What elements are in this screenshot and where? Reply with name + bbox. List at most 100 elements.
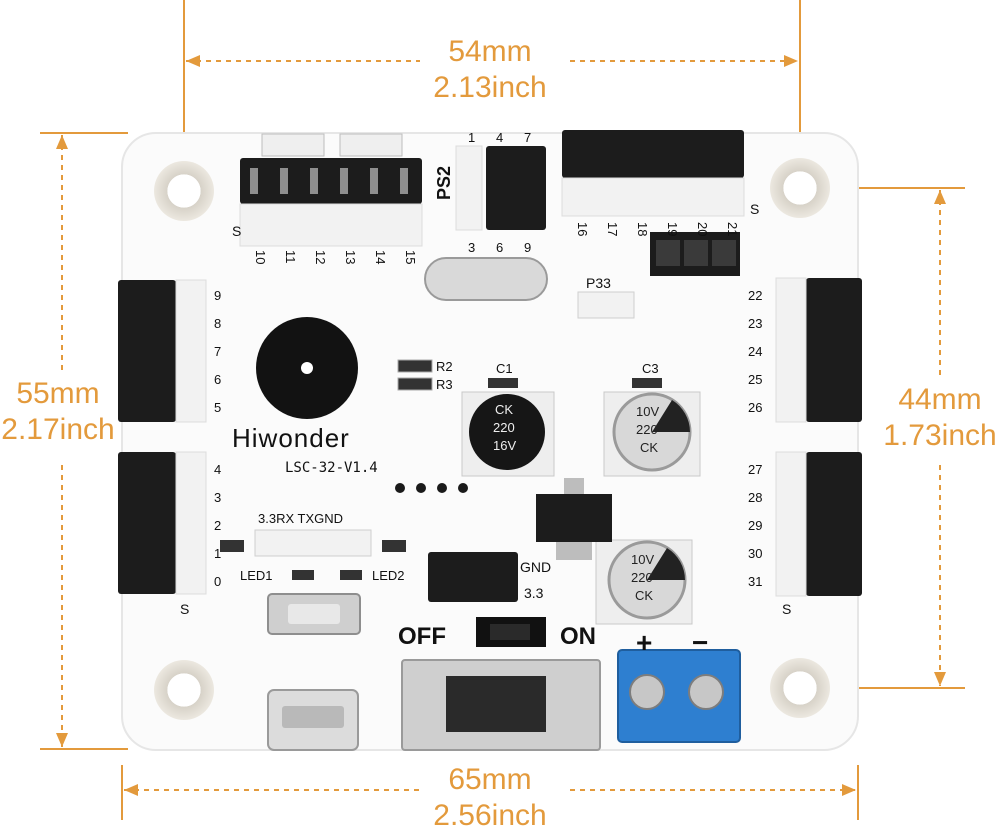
pin-label-right-22: 22 (748, 288, 762, 303)
pin-label-top-12: 12 (313, 250, 328, 264)
s-label-left: S (180, 601, 189, 617)
pin-label-right-29: 29 (748, 518, 762, 533)
led1-smd (220, 540, 244, 552)
cap-c3-line1: 10V (636, 404, 659, 419)
led2-smd (382, 540, 406, 552)
jumper-header (428, 552, 518, 602)
ps2-pin-top-4: 4 (496, 130, 503, 145)
pin-label-left-2: 2 (214, 518, 221, 533)
terminal-plus-label: + (636, 627, 652, 658)
pin-label-right-24: 24 (748, 344, 762, 359)
terminal-screw-positive (629, 674, 665, 710)
right-height-label: 44mm 1.73inch (878, 382, 1000, 454)
c1-label: C1 (496, 361, 513, 376)
bottom-width-label: 65mm 2.56inch (380, 762, 600, 834)
cap-c4-line1: 10V (631, 552, 654, 567)
cap-c3-line3: CK (640, 440, 658, 455)
pin-label-left-5: 5 (214, 400, 221, 415)
left-height-mm: 55mm (16, 377, 100, 410)
pin-label-top-15: 15 (403, 250, 418, 264)
pin-label-top-13: 13 (343, 250, 358, 264)
left-height-inch: 2.17inch (1, 413, 115, 446)
header-left (118, 279, 207, 595)
indicator-dots (395, 483, 468, 493)
resistor-r3 (397, 377, 433, 391)
pin-label-left-0: 0 (214, 574, 221, 589)
c3-label: C3 (642, 361, 659, 376)
ps2-label: PS2 (434, 166, 454, 200)
cap-c1-line1: CK (495, 402, 513, 417)
pin-label-right-23: 23 (748, 316, 762, 331)
bottom-width-mm: 65mm (448, 763, 532, 796)
off-label: OFF (398, 623, 446, 650)
brand-logo-text: Hiwonder (232, 423, 350, 453)
on-label: ON (560, 623, 596, 650)
r3-label: R3 (436, 377, 453, 392)
cap-c3-line2: 220 (636, 422, 658, 437)
led2-label: LED2 (372, 568, 405, 583)
pin-label-left-7: 7 (214, 344, 221, 359)
pin-label-left-3: 3 (214, 490, 221, 505)
pin-label-left-6: 6 (214, 372, 221, 387)
serial-connector (254, 529, 372, 557)
pin-label-left-1: 1 (214, 546, 221, 561)
dimension-arrowheads (56, 55, 946, 796)
pin-label-top-14: 14 (373, 250, 388, 264)
gnd-label: GND (520, 559, 551, 575)
pin-label-top-right-21: 21 (725, 222, 740, 236)
s-label-top-right: S (750, 201, 759, 217)
pin-label-left-4: 4 (214, 462, 221, 477)
power-terminal (617, 649, 741, 743)
r2-label: R2 (436, 359, 453, 374)
v33-label: 3.3 (524, 585, 544, 601)
pin-label-top-right-17: 17 (605, 222, 620, 236)
pin-label-top-right-16: 16 (575, 222, 590, 236)
cap-c1-line3: 16V (493, 438, 516, 453)
right-height-inch: 1.73inch (883, 419, 997, 452)
cap-c4-line2: 220 (631, 570, 653, 585)
p33-label: P33 (586, 275, 611, 291)
top-width-inch: 2.13inch (433, 71, 547, 104)
ps2-pin-top-1: 1 (468, 130, 475, 145)
pin-label-right-30: 30 (748, 546, 762, 561)
header-right (775, 277, 862, 597)
resistor-r2 (397, 359, 433, 373)
ps2-pin-bottom-9: 9 (524, 240, 531, 255)
pin-label-top-right-18: 18 (635, 222, 650, 236)
ps2-pin-bottom-6: 6 (496, 240, 503, 255)
crystal (424, 257, 548, 301)
pin-label-right-28: 28 (748, 490, 762, 505)
header-top-left (239, 133, 423, 247)
voltage-regulator (536, 494, 612, 542)
pin-label-top-10: 10 (253, 250, 268, 264)
pin-label-right-31: 31 (748, 574, 762, 589)
bottom-width-inch: 2.56inch (433, 799, 547, 832)
pin-label-right-25: 25 (748, 372, 762, 387)
pin-label-left-9: 9 (214, 288, 221, 303)
cap-c1-line2: 220 (493, 420, 515, 435)
model-label: LSC-32-V1.4 (285, 460, 378, 476)
serial-pin-label: 3.3RX TXGND (258, 511, 343, 526)
right-height-mm: 44mm (898, 383, 982, 416)
pin-label-right-26: 26 (748, 400, 762, 415)
dimension-lines (40, 0, 965, 820)
header-top-right (561, 130, 745, 276)
mounting-holes (154, 158, 830, 720)
capacitor-c1 (469, 394, 545, 470)
led1-label: LED1 (240, 568, 273, 583)
top-width-label: 54mm 2.13inch (380, 34, 600, 106)
pin-label-top-right-20: 20 (695, 222, 710, 236)
pin-label-right-27: 27 (748, 462, 762, 477)
ps2-pin-top-7: 7 (524, 130, 531, 145)
top-width-mm: 54mm (448, 35, 532, 68)
s-label-right: S (782, 601, 791, 617)
cap-c4-line3: CK (635, 588, 653, 603)
pin-label-top-right-19: 19 (665, 222, 680, 236)
s-label-top: S (232, 223, 241, 239)
left-height-label: 55mm 2.17inch (0, 376, 118, 448)
terminal-minus-label: − (692, 627, 708, 658)
p33-connector (577, 291, 635, 319)
terminal-screw-negative (688, 674, 724, 710)
